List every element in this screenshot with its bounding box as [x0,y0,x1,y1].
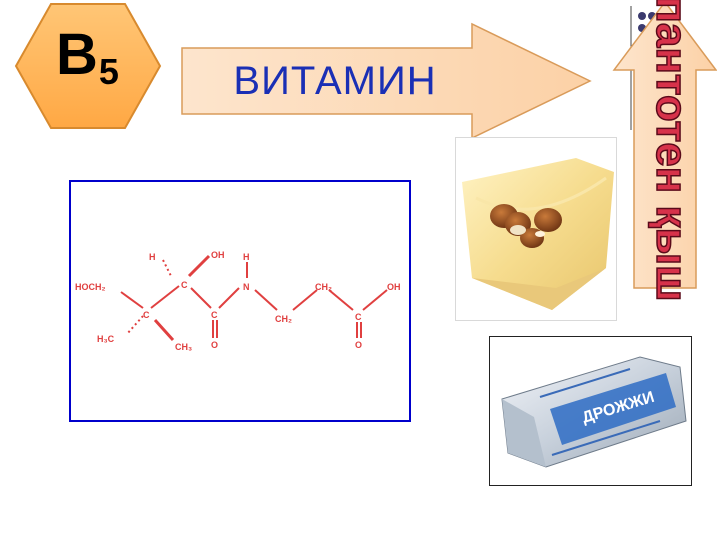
vitamin-title: B5 [14,20,162,107]
atom-label: CH₂ [315,282,332,292]
vertical-word: пантотен қыш [644,0,698,302]
atom-label: HOCH₂ [75,282,106,292]
hexagon-shape [14,3,162,129]
atom-label: OH [387,282,401,292]
nuts-photo [455,137,617,321]
atom-label: OH [211,250,225,260]
molecule-diagram: H OH H HOCH₂ C N CH₂ OH C C CH₂ C H₃C CH… [69,180,411,422]
atom-label: C [211,310,218,320]
vertical-word-text: пантотен қыш [646,0,697,302]
molecule-structure: H OH H HOCH₂ C N CH₂ OH C C CH₂ C H₃C CH… [75,250,401,352]
atom-label: H₃C [97,334,115,344]
atom-label: C [181,280,188,290]
atom-label: C [143,310,150,320]
atom-label: CH₂ [275,314,292,324]
vitamin-arrow [181,22,592,140]
vitamin-letter: B [56,22,99,87]
atom-label: N [243,282,250,292]
arrow-label: ВИТАМИН [233,59,437,103]
atom-label: O [355,340,362,350]
up-arrow-shape [612,0,717,289]
atom-label: CH₃ [175,342,192,352]
vitamin-subscript: 5 [98,51,120,92]
atom-label: C [355,312,362,322]
atom-label: O [211,340,218,350]
atom-label: H [243,252,250,262]
atom-label: H [149,252,156,262]
yeast-package-photo: ДРОЖЖИ [489,336,692,486]
